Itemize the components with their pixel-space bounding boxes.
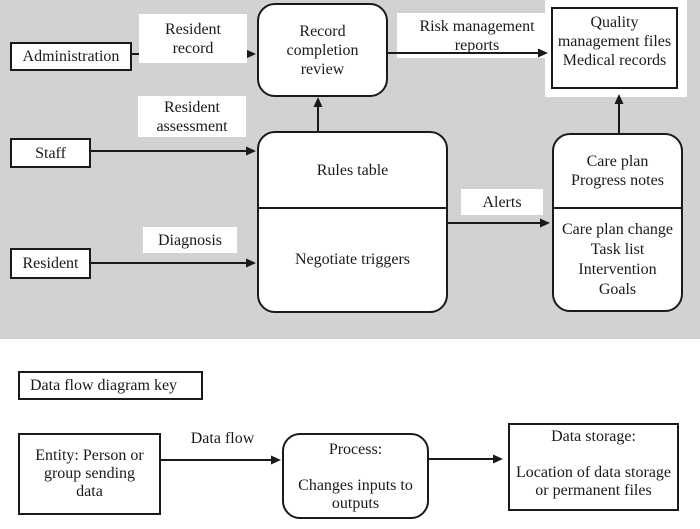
resident-assessment-flow-label: Resident assessment	[138, 96, 246, 137]
key-title-box: Data flow diagram key	[18, 371, 203, 400]
arrow-process-to-storage	[429, 454, 503, 464]
quality-storage-box: Quality management files Medical records	[551, 7, 678, 89]
alerts-flow-label: Alerts	[461, 189, 543, 215]
key-storage-box: Data storage: Location of data storage o…	[508, 423, 679, 511]
key-storage-backdrop: Data storage: Location of data storage o…	[504, 417, 688, 519]
negotiate-triggers-compartment: Negotiate triggers	[294, 251, 411, 268]
resident-record-flow-label: Resident record	[139, 14, 247, 63]
quality-storage-backdrop: Quality management files Medical records	[545, 0, 687, 97]
care-plan-change-compartment: Care plan change Task list Intervention …	[561, 220, 674, 298]
diagnosis-flow-label: Diagnosis	[143, 227, 237, 253]
record-completion-process-box: Record completion review	[257, 3, 388, 97]
staff-entity-box: Staff	[10, 138, 91, 168]
key-dataflow-label: Data flow	[172, 423, 273, 453]
risk-management-flow-label: Risk management reports	[397, 13, 557, 58]
arrow-entity-to-process	[161, 455, 281, 465]
rules-negotiate-process-box: Rules table Negotiate triggers	[257, 131, 448, 313]
resident-entity-box: Resident	[10, 248, 91, 279]
rules-table-compartment: Rules table	[259, 133, 446, 209]
key-process-box: Process: Changes inputs to outputs	[282, 433, 429, 519]
care-plan-process-box: Care plan Progress notes Care plan chang…	[552, 133, 683, 312]
key-entity-box: Entity: Person or group sending data	[18, 433, 161, 515]
administration-entity-box: Administration	[10, 42, 132, 71]
care-plan-compartment: Care plan Progress notes	[554, 135, 681, 209]
